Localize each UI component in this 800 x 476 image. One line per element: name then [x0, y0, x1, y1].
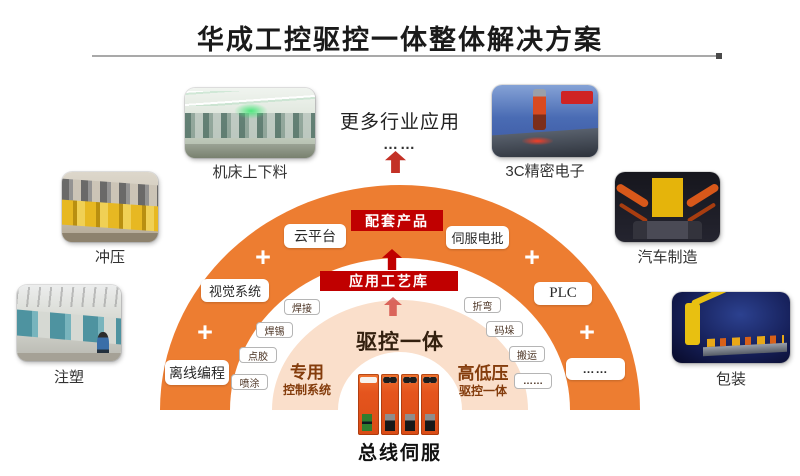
plc-box: PLC [534, 282, 592, 305]
texture-layer [234, 103, 269, 119]
vision-system-box: 视觉系统 [201, 279, 269, 302]
worker-figure [97, 332, 109, 357]
dedicated-control-line2: 控制系统 [282, 383, 331, 397]
plus-sign: + [197, 317, 213, 347]
packaging-photo [672, 292, 790, 363]
bus-servo-drives-image [358, 371, 442, 437]
welding-box: 焊接 [284, 299, 320, 315]
plus-sign: + [579, 317, 595, 347]
page-title: 华成工控驱控一体整体解决方案 [197, 25, 603, 55]
more-industries-ellipsis: …… [383, 136, 417, 153]
up-arrow-icon [385, 151, 406, 173]
servo-drive-module [381, 374, 399, 435]
supporting-products-box: 配套产品 [351, 210, 443, 231]
more-processes-box: …… [514, 373, 552, 389]
texture-layer [185, 90, 315, 107]
title-underline-end-dot [716, 53, 722, 59]
injection-molding-label: 注塑 [53, 369, 84, 386]
robot-arm-shape [533, 88, 547, 131]
automotive-photo [615, 172, 720, 242]
injection-molding-photo [17, 285, 121, 361]
servo-drive-module [421, 374, 439, 435]
texture-layer [17, 287, 121, 308]
texture-layer [17, 353, 121, 361]
texture-layer [632, 221, 703, 240]
texture-layer [521, 136, 554, 146]
handling-box: 搬运 [509, 346, 545, 362]
cloud-platform-box: 云平台 [284, 224, 346, 248]
dedicated-control-label: 专用 控制系统 [262, 363, 352, 397]
machine-tool-photo [185, 88, 315, 158]
dispensing-box: 点胶 [239, 347, 277, 363]
stamping-label: 冲压 [94, 249, 125, 266]
stamping-photo [62, 172, 158, 242]
dedicated-control-line1: 专用 [290, 363, 324, 382]
offline-programming-box: 离线编程 [165, 360, 229, 385]
drive-control-core-label: 驱控一体 [356, 331, 444, 354]
palletizing-box: 码垛 [486, 321, 523, 337]
texture-layer [651, 177, 684, 217]
robot-arm-shape [615, 182, 650, 209]
packaging-label: 包装 [715, 371, 746, 388]
title-underline [92, 55, 720, 57]
plus-sign: + [255, 242, 271, 272]
texture-layer [62, 232, 158, 242]
hv-lv-line2: 驱控一体 [458, 384, 507, 398]
robot-arm-shape [690, 292, 729, 307]
servo-drive-module [401, 374, 419, 435]
robot-arm-shape [684, 303, 701, 345]
texture-layer [185, 144, 315, 158]
automotive-label: 汽车制造 [637, 249, 698, 266]
servo-drive-module [358, 374, 379, 435]
machine-tool-label: 机床上下料 [212, 164, 288, 181]
process-library-box: 应用工艺库 [320, 271, 458, 291]
spraying-box: 喷涂 [231, 374, 268, 390]
bus-servo-label: 总线伺服 [357, 443, 442, 464]
hv-lv-line1: 高低压 [457, 364, 509, 383]
hv-lv-label: 高低压 驱控一体 [438, 364, 528, 398]
plus-sign: + [524, 242, 540, 272]
robot-arm-shape [685, 182, 720, 209]
bending-box: 折弯 [464, 297, 501, 313]
servo-screwdriver-box: 伺服电批 [446, 226, 509, 249]
electronics-label: 3C精密电子 [505, 163, 585, 180]
more-products-box: …… [566, 358, 625, 380]
more-industries-label: 更多行业应用 [339, 112, 460, 133]
electronics-photo [492, 85, 598, 157]
texture-layer [560, 91, 593, 104]
soldering-box: 焊锡 [256, 322, 293, 338]
